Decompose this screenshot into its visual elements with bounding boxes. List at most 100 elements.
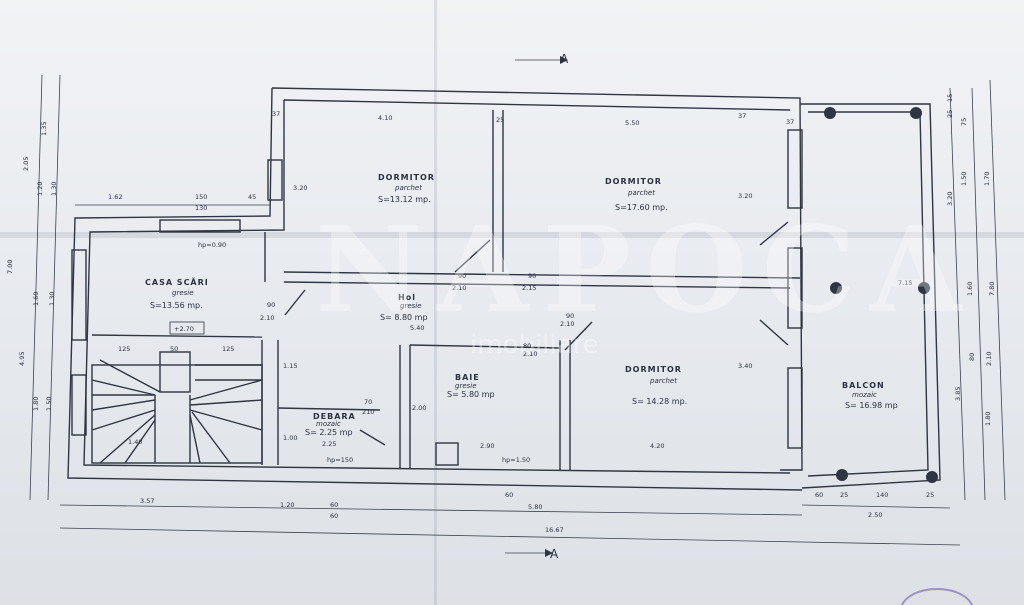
- dim-right-170: 1.70: [983, 172, 991, 186]
- dim-left-130a: 1.30: [50, 182, 58, 196]
- dim-top-37a: 37: [738, 112, 746, 120]
- outer-wall-top-right: [271, 87, 803, 471]
- dim-door-215: 2.15: [522, 284, 536, 292]
- dim-left-160: 1.60: [32, 292, 40, 306]
- dimension-labels: 4.10 5.50 25 37 37 37 1.62 150 130 45 3.…: [6, 94, 996, 534]
- level-mark: +2.70: [174, 325, 194, 333]
- dim-right-15: 15: [946, 94, 954, 102]
- dim-v-100: 1.00: [283, 434, 297, 442]
- room-dormitor-right-name: DORMITOR: [605, 177, 662, 186]
- dim-top-37b: 37: [786, 118, 794, 126]
- dim-door-90b: 90: [528, 272, 536, 280]
- room-balcon-area: S= 16.98 mp: [845, 401, 898, 410]
- dim-right-75: 75: [960, 118, 968, 126]
- dim-left-45: 45: [248, 193, 256, 201]
- room-dormitor-bottom-floor: parchet: [649, 377, 677, 385]
- dim-right-210: 2.10: [985, 352, 993, 366]
- dim-bottom-25b: 25: [926, 491, 934, 499]
- dim-door-210f: 210: [362, 408, 374, 416]
- dim-125a: 125: [118, 345, 130, 353]
- room-dormitor-left-area: S=13.12 mp.: [378, 195, 431, 204]
- room-casa-scari-area: S=13.56 mp.: [150, 301, 203, 310]
- dim-left-162: 1.62: [108, 193, 122, 201]
- room-hol-name: Hol: [398, 293, 416, 302]
- dim-right-25: 25: [946, 110, 954, 118]
- dim-left-700: 7.00: [6, 260, 14, 274]
- dim-bottom-357: 3.57: [140, 497, 154, 505]
- dim-v-320b: 3.20: [738, 192, 752, 200]
- outer-wall-left-bottom: [67, 87, 803, 491]
- dim-420: 4.20: [650, 442, 664, 450]
- dim-left-495: 4.95: [18, 352, 26, 366]
- dim-bottom-25a: 25: [840, 491, 848, 499]
- dim-top-410: 4.10: [378, 114, 392, 122]
- dim-right-180: 1.80: [984, 412, 992, 426]
- dim-v-115: 1.15: [283, 362, 297, 370]
- dim-v-200: 2.00: [412, 404, 426, 412]
- room-dormitor-bottom-area: S= 14.28 mp.: [632, 397, 687, 406]
- dim-left-150: 1.50: [45, 397, 53, 411]
- room-dormitor-left-floor: parchet: [394, 184, 422, 192]
- room-balcon-floor: mozaic: [852, 391, 877, 399]
- dim-290: 2.90: [480, 442, 494, 450]
- dim-right-780: 7.80: [988, 282, 996, 296]
- dim-top-550: 5.50: [625, 119, 639, 127]
- dim-right-160: 1.60: [966, 282, 974, 296]
- dim-right-385: 3.85: [954, 387, 962, 401]
- room-dormitor-right-area: S=17.60 mp.: [615, 203, 668, 212]
- room-hol-area: S= 8.80 mp: [380, 313, 428, 322]
- dim-right-80: 80: [968, 353, 976, 361]
- dim-left-180: 1.80: [32, 397, 40, 411]
- room-baie-area: S= 5.80 mp: [447, 390, 495, 399]
- dim-door-210d: 2.10: [560, 320, 574, 328]
- dim-door-70: 70: [364, 398, 372, 406]
- dim-top-37c: 37: [272, 110, 280, 118]
- dim-left-205: 2.05: [22, 157, 30, 171]
- dim-door-210c: 2.10: [260, 314, 274, 322]
- room-balcon-name: BALCON: [842, 381, 885, 390]
- dim-bottom-60b: 60: [330, 512, 338, 520]
- dim-v-715: 7.15: [898, 279, 912, 287]
- dimension-lines: [29, 59, 1006, 554]
- section-marker-bottom: A: [550, 547, 559, 561]
- walls: [67, 87, 941, 491]
- room-casa-scari-floor: gresie: [172, 289, 194, 297]
- dim-225: 2.25: [322, 440, 336, 448]
- dim-50: 50: [170, 345, 178, 353]
- dim-door-90a: 90: [458, 272, 466, 280]
- dim-top-25: 25: [496, 116, 504, 124]
- room-debara-floor: mozaic: [316, 420, 341, 428]
- room-dormitor-right-floor: parchet: [627, 189, 655, 197]
- dim-v-320a: 3.20: [293, 184, 307, 192]
- dim-left-120: 1.20: [36, 182, 44, 196]
- dim-left-135: 1.35: [40, 122, 48, 136]
- dim-bottom-120: 1.20: [280, 501, 294, 509]
- dim-bottom-1667: 16.67: [545, 526, 564, 534]
- dim-right-320: 3.20: [946, 192, 954, 206]
- dim-left-130: 130: [195, 204, 207, 212]
- dim-door-90d: 90: [566, 312, 574, 320]
- dim-hp90: hp=0.90: [198, 241, 226, 249]
- dim-hp150b: hp=1.50: [502, 456, 530, 464]
- dim-bottom-580: 5.80: [528, 503, 542, 511]
- paper-fold-horizontal: [0, 232, 1024, 238]
- dim-bottom-60a: 60: [330, 501, 338, 509]
- room-casa-scari-name: CASA SCĂRI: [145, 276, 209, 287]
- balcony-outline: [800, 103, 941, 489]
- dim-hp150a: hp=150: [327, 456, 353, 464]
- dim-bottom-250: 2.50: [868, 511, 882, 519]
- dim-140-stairs: 1.40: [128, 438, 142, 446]
- room-baie-name: BAIE: [455, 373, 480, 382]
- dim-bottom-60d: 60: [815, 491, 823, 499]
- balcony-columns: [824, 107, 938, 483]
- dim-door-90c: 90: [267, 301, 275, 309]
- room-debara-area: S= 2.25 mp: [305, 428, 353, 437]
- section-marker-top: A: [560, 52, 569, 66]
- section-arrows: [545, 56, 568, 557]
- room-dormitor-left-name: DORMITOR: [378, 173, 435, 182]
- room-dormitor-bottom-name: DORMITOR: [625, 365, 682, 374]
- paper-fold-vertical: [434, 0, 437, 605]
- dim-door-80: 80: [523, 342, 531, 350]
